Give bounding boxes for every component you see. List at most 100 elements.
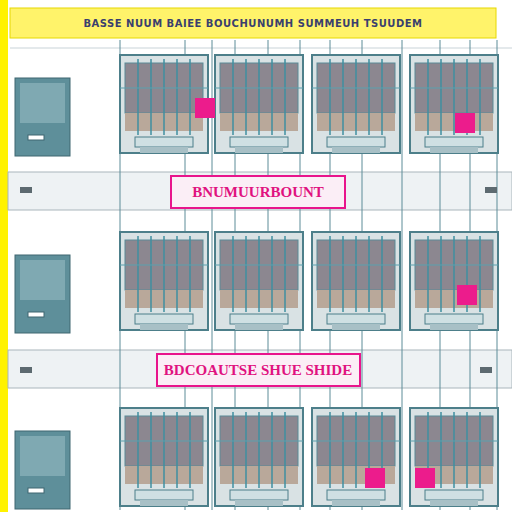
bar (410, 265, 498, 266)
panel-base (230, 137, 288, 147)
panel-base (135, 314, 193, 324)
bar (355, 236, 357, 312)
panel-foot (430, 147, 478, 153)
window-panel (120, 408, 208, 506)
panel-foot (430, 500, 478, 506)
bar (176, 412, 178, 488)
panel-foot (332, 147, 380, 153)
panel-foot (235, 147, 283, 153)
bar (137, 59, 139, 135)
bar (342, 59, 344, 135)
bar (215, 88, 303, 89)
pink-marker (457, 285, 477, 305)
cabinet-slot (28, 488, 44, 493)
window-panel (215, 408, 303, 506)
title-bar: BASSE NUUM BAIEE BOUCHUNUMH SUMMEUH TSUU… (10, 8, 496, 38)
bar (189, 412, 191, 488)
bar (355, 59, 357, 135)
bar (271, 59, 273, 135)
side-cabinet (15, 255, 70, 333)
cabinet-screen (20, 436, 65, 476)
bar (232, 412, 234, 488)
panel-base (327, 137, 385, 147)
bar (284, 59, 286, 135)
panel-foot (430, 324, 478, 330)
band-dot (480, 367, 492, 373)
bar (479, 236, 481, 312)
bar (427, 236, 429, 312)
banner-text: BDCOAUTSE SHUE SHIDE (164, 362, 352, 379)
panel-base (135, 490, 193, 500)
cabinet-grid (15, 40, 498, 510)
bar (284, 412, 286, 488)
bar (163, 412, 165, 488)
bar (176, 59, 178, 135)
bar (440, 59, 442, 135)
pink-marker (195, 98, 215, 118)
window-panel (120, 55, 208, 153)
bar (271, 412, 273, 488)
bar (150, 236, 152, 312)
guide-line (402, 40, 403, 510)
bar (440, 236, 442, 312)
window-panel (410, 408, 498, 506)
window-panel (215, 55, 303, 153)
cabinet-screen (20, 260, 65, 300)
bar (176, 236, 178, 312)
window-panel (410, 232, 498, 330)
window-panel (120, 232, 208, 330)
bar (368, 59, 370, 135)
pink-marker (455, 113, 475, 133)
panel-foot (235, 500, 283, 506)
window-panel (312, 232, 400, 330)
panel-foot (140, 324, 188, 330)
bar (232, 236, 234, 312)
bar (258, 412, 260, 488)
cabinet-slot (28, 312, 44, 317)
title: BASSE NUUM BAIEE BOUCHUNUMH SUMMEUH TSUU… (79, 18, 426, 29)
panel-base (425, 314, 483, 324)
bar (137, 236, 139, 312)
side-cabinet (15, 431, 70, 509)
bar (329, 412, 331, 488)
bar (453, 236, 455, 312)
pink-marker (365, 468, 385, 488)
panel-base (230, 490, 288, 500)
window-panel (215, 232, 303, 330)
bar (215, 265, 303, 266)
bar (479, 412, 481, 488)
bar (163, 59, 165, 135)
bar (453, 412, 455, 488)
rail (10, 48, 512, 49)
band-dot (485, 187, 497, 193)
bar (312, 265, 400, 266)
band-dot (20, 187, 32, 193)
band (8, 350, 512, 388)
bar (312, 441, 400, 442)
window-panel (312, 408, 400, 506)
panel-base (327, 314, 385, 324)
bar (150, 412, 152, 488)
bar (368, 236, 370, 312)
bar (189, 236, 191, 312)
bar (342, 236, 344, 312)
bar (381, 59, 383, 135)
panel-foot (140, 147, 188, 153)
yellow-stripe (0, 0, 8, 512)
bar (284, 236, 286, 312)
bar (271, 236, 273, 312)
bar (479, 59, 481, 135)
bar (410, 88, 498, 89)
side-cabinet (15, 78, 70, 156)
bar (342, 412, 344, 488)
banner-label: BDCOAUTSE SHUE SHIDE (156, 353, 361, 387)
panel-base (425, 490, 483, 500)
bar (120, 265, 208, 266)
bar (427, 59, 429, 135)
window-panel (312, 55, 400, 153)
band (8, 172, 512, 210)
panel-base (230, 314, 288, 324)
panel-base (425, 137, 483, 147)
banner-text: BNUMUURBOUNT (192, 184, 324, 201)
